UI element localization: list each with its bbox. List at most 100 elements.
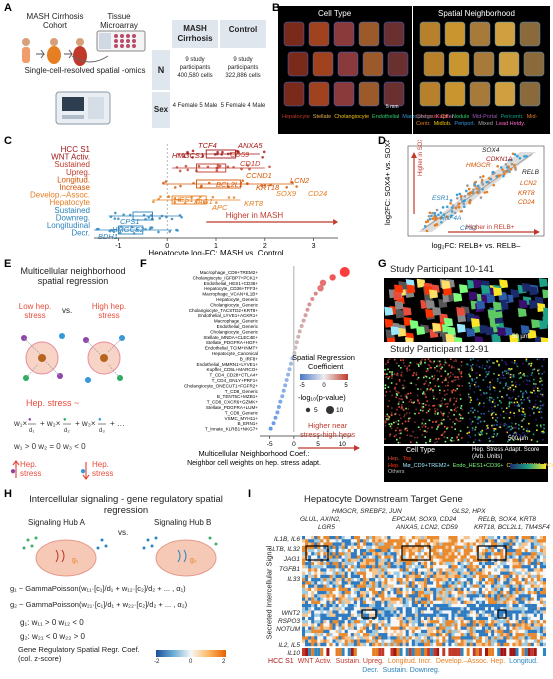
category-legend-item: HCC S1 [268, 658, 294, 665]
gene-point [464, 189, 468, 193]
table-cell-n-mash: 9 study participants 400,580 cells [177, 57, 213, 79]
gene-point [463, 205, 466, 209]
neighborhood-legend-item: Mid-Centr. [416, 114, 538, 127]
regulatory-cbar-tick-min: -2 [154, 659, 160, 665]
gene-point [467, 187, 471, 191]
coefficient-dot [287, 367, 292, 372]
gene-point [473, 182, 476, 186]
coefficient-dot [278, 399, 283, 404]
participant-2-image [384, 358, 548, 444]
gene-point [475, 187, 478, 190]
neighbor-cell-type-label: Cholangiocyte_Generic [210, 302, 258, 307]
box [132, 211, 154, 221]
gene-point [457, 205, 461, 209]
gene-label: HMGCS2 [112, 225, 145, 234]
gene-label: SOX9 [276, 189, 297, 198]
target-gene-group-label: GLS2, HPX [452, 508, 486, 515]
coefficient-dot [273, 415, 278, 420]
gene-label: CD24 [308, 189, 327, 198]
panel-g: Study Participant 10-141 Study Participa… [382, 262, 553, 484]
stress-arrow-icons: ● ● [10, 460, 90, 480]
cell-type-legend-item: Top Hep. [388, 456, 412, 469]
gene-point [502, 174, 505, 178]
svg-text:+ w₂×: + w₂× [40, 419, 61, 428]
gene-label: RELB [522, 169, 540, 176]
x-axis-sublabel: Neighbor cell weights on hep. stress ada… [187, 460, 321, 467]
gene-label: APC [211, 203, 228, 212]
coefficient-dot [296, 334, 301, 339]
coefficient-dot [299, 324, 304, 328]
neighbor-cell-type-label: B_ERN1+ [237, 421, 258, 426]
tissue-core [312, 51, 334, 77]
neighbor-cell-type-label: B_IRF8+ [240, 356, 259, 361]
signal-gene-label: IL1B, IL6 [273, 536, 300, 543]
svg-text:●: ● [28, 417, 32, 423]
tissue-core [498, 51, 520, 77]
gene-point [513, 153, 517, 156]
panel-f: Macrophage_CD9+TREM2+Cholangiocyte_IGFBP… [142, 262, 378, 484]
gene-point [512, 163, 516, 167]
coefficient-dot [281, 388, 286, 393]
signal-gene-label: RSPO3 [277, 618, 300, 625]
coefficient-dot [297, 329, 302, 334]
regulatory-cbar-tick-max: 2 [222, 659, 226, 665]
panel-b: Cell Type Spatial Neighborhood Hepatocyt… [278, 6, 550, 134]
highlight-box [305, 545, 329, 561]
gene-point [479, 196, 483, 199]
x-tick-label: 10 [339, 441, 347, 448]
gene-point [491, 170, 495, 174]
signal-gene-label: IL2, IL5 [278, 642, 300, 649]
coefficient-dot [286, 372, 291, 377]
neighbor-cell-type-label: T_CD8_Generic [225, 410, 259, 415]
gene-point [423, 225, 427, 228]
gene-point [425, 229, 429, 233]
signaling-hubs-icon: g₁ g₂ [22, 536, 218, 577]
target-gene-group-label: ANXA5, LCN2, CD59 [396, 524, 458, 531]
gene-point [509, 167, 513, 171]
tissue-core [283, 21, 305, 47]
neighbor-cell-type-label: Stellate_MNDA+CLEC4E+ [203, 335, 258, 340]
table-row-n: N [152, 50, 170, 90]
gene-point [431, 217, 435, 221]
gene-point [501, 168, 504, 171]
tissue-core [444, 81, 466, 107]
panel-a: MASH Cirrhosis Cohort Tissue Microarray … [10, 8, 268, 133]
highlight-box [477, 545, 507, 561]
score-colorbar [510, 464, 546, 469]
high-stress-label: High hep. stress [91, 302, 127, 320]
gene-point [479, 175, 482, 179]
svg-text:●: ● [98, 417, 102, 423]
gene-point [511, 152, 515, 156]
coefficient-dot [339, 267, 350, 277]
participant-1-title: Study Participant 10-141 [390, 264, 495, 275]
hep-stress-up: Hep. stress [20, 460, 42, 478]
gene-label: HNF4A [440, 215, 461, 222]
regulatory-colorbar [156, 650, 226, 657]
panel-b-divider [412, 6, 413, 134]
method-title: Single-cell-resolved spatial -omics [24, 66, 146, 75]
gene-label: LCN2 [520, 180, 537, 187]
gene-label: ANXA5 [237, 141, 263, 150]
gene-point [496, 164, 499, 168]
tissue-core [473, 51, 495, 77]
coefficient-dot [305, 307, 310, 312]
tissue-core [469, 81, 491, 107]
regulatory-colorbar-title: Gene Regulatory Spatial Regr. Coef. (col… [18, 645, 140, 663]
gene-label: LCN2 [290, 176, 310, 185]
gene-point [508, 158, 511, 162]
x-tick-label: 5 [316, 441, 320, 448]
tissue-core [308, 81, 330, 107]
gene-point [475, 190, 479, 194]
category-label: Increase [59, 183, 90, 192]
neighbor-cell-type-label: Endothelial_MMRN1+LYVE1+ [197, 362, 259, 367]
scale-bar-1: 50 µm [512, 334, 529, 340]
hep-stress-down: Hep. stress [92, 460, 114, 478]
gene-point [525, 154, 528, 158]
x-tick-label: 0 [165, 243, 169, 250]
gene-point [468, 200, 472, 203]
y-arrow-label: Higher in SOX4+ [418, 140, 424, 176]
scale-bar-2: 500 µm [508, 436, 529, 442]
hub-vs-label: vs. [118, 528, 129, 537]
gene-point [445, 205, 449, 209]
